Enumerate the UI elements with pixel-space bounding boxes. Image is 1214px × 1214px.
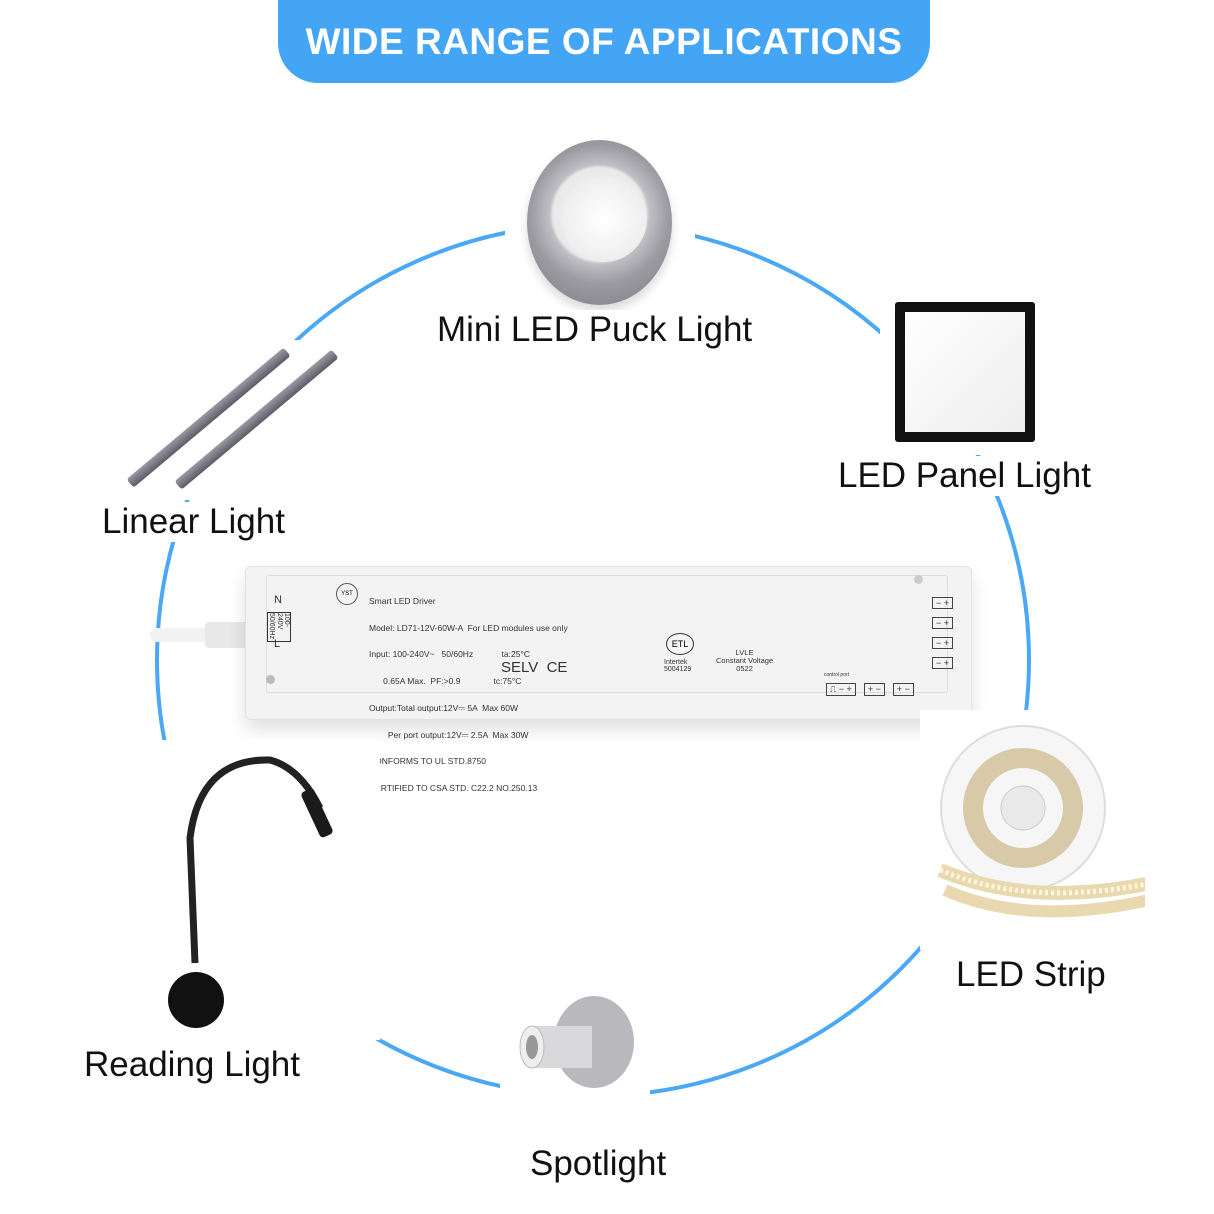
code: 0522 bbox=[736, 663, 753, 673]
driver-side-n: N bbox=[274, 594, 282, 606]
banner-title: WIDE RANGE OF APPLICATIONS bbox=[305, 20, 903, 62]
driver-line: Output:Total output:12V⎓ 5A Max 60W bbox=[369, 702, 519, 713]
output-port[interactable]: + − bbox=[892, 683, 914, 696]
intertek-no: 5004129 bbox=[664, 666, 692, 674]
output-port[interactable]: + − bbox=[863, 683, 885, 696]
label-led-panel-light: LED Panel Light bbox=[832, 456, 1097, 496]
side-port: − + bbox=[932, 597, 954, 609]
driver-line: Model: LD71-12V-60W-A For LED modules us… bbox=[369, 622, 568, 633]
driver-line: 0.65A Max. PF:>0.9 tc:75°C bbox=[369, 676, 522, 687]
side-port: − + bbox=[932, 657, 954, 669]
driver-logo: YST bbox=[336, 583, 358, 605]
driver-side-l: L bbox=[274, 638, 281, 650]
label-linear-light: Linear Light bbox=[96, 502, 291, 542]
driver-label-text: Smart LED Driver Model: LD71-12V-60W-A F… bbox=[369, 579, 568, 811]
label-mini-led-puck-light: Mini LED Puck Light bbox=[431, 310, 759, 350]
side-port: − + bbox=[932, 617, 954, 629]
driver-line: Smart LED Driver bbox=[369, 595, 436, 606]
driver-line: Input: 100-240V~ 50/60Hz ta:25°C bbox=[369, 649, 530, 660]
control-port[interactable]: ⎍ − + bbox=[826, 683, 856, 696]
mini-led-puck-light-image bbox=[527, 140, 672, 305]
mount-hole bbox=[266, 675, 275, 684]
led-driver-image: YST N 100-240V 50/60Hz L Smart LED Drive… bbox=[245, 566, 972, 793]
intertek: Intertek bbox=[664, 659, 688, 666]
led-strip-image bbox=[937, 725, 1145, 918]
lvle: LVLE bbox=[735, 648, 754, 657]
label-led-strip: LED Strip bbox=[950, 955, 1112, 995]
label-spotlight: Spotlight bbox=[524, 1144, 673, 1184]
mount-hole bbox=[914, 575, 923, 584]
title-banner: WIDE RANGE OF APPLICATIONS bbox=[278, 0, 930, 83]
led-panel-light-image bbox=[895, 302, 1035, 442]
driver-line: Per port output:12V⎓ 2.5A Max 30W bbox=[369, 729, 529, 740]
side-port: − + bbox=[932, 637, 954, 649]
reading-light-image bbox=[168, 756, 333, 1028]
etl-logo: ETL bbox=[666, 633, 694, 655]
label-reading-light: Reading Light bbox=[78, 1045, 306, 1085]
driver-line: CERTIFIED TO CSA STD. C22.2 NO.250.13 bbox=[369, 783, 538, 794]
driver-line: CONFORMS TO UL STD.8750 bbox=[369, 756, 486, 767]
driver-marks: SELV CE bbox=[501, 659, 568, 676]
spotlight-image bbox=[519, 996, 634, 1088]
constant-voltage: Constant Voltage bbox=[716, 655, 774, 665]
control-port-label: control port bbox=[824, 672, 850, 678]
